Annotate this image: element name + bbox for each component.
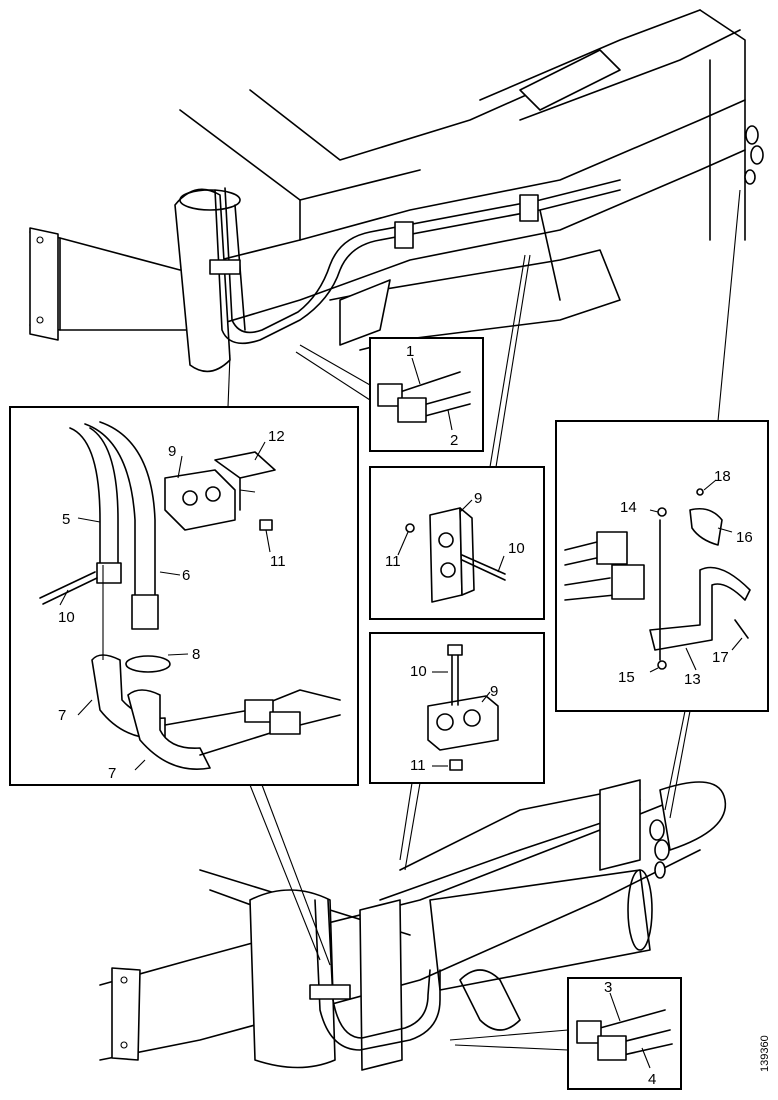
callout-13: 13 <box>684 671 701 688</box>
detail-box-pipe-ends-1-2 <box>369 337 484 452</box>
callout-6: 6 <box>182 567 190 584</box>
leader-lines <box>227 189 741 1051</box>
drawing-code: 139360 <box>759 1035 771 1072</box>
callout-11a: 11 <box>270 553 286 570</box>
top-right-pipe-ends <box>744 125 764 185</box>
callout-12: 12 <box>268 428 285 445</box>
callout-11b: 11 <box>385 553 401 570</box>
callout-10b: 10 <box>508 540 525 557</box>
detail-box-bracket-13-18 <box>555 420 769 712</box>
callout-10c: 10 <box>410 663 427 680</box>
callout-15: 15 <box>618 669 635 686</box>
callout-11c: 11 <box>410 757 426 774</box>
callout-1: 1 <box>406 343 414 360</box>
callout-16: 16 <box>736 529 753 546</box>
top-frame-assembly <box>29 9 764 373</box>
callout-9b: 9 <box>474 490 482 507</box>
callout-17: 17 <box>712 649 729 666</box>
callout-14: 14 <box>620 499 637 516</box>
detail-box-clamp-9-10-11 <box>369 466 545 620</box>
callout-8: 8 <box>192 646 200 663</box>
callout-2: 2 <box>450 432 458 449</box>
callout-7b: 7 <box>108 765 116 782</box>
callout-9c: 9 <box>490 683 498 700</box>
callout-labels: 1 2 3 4 5 6 7 7 8 9 9 9 10 10 10 11 11 1… <box>58 343 753 1088</box>
bottom-frame-assembly <box>99 779 727 1071</box>
callout-3: 3 <box>604 979 612 996</box>
detail-box-pipe-ends-3-4 <box>567 977 682 1090</box>
callout-4: 4 <box>648 1071 656 1088</box>
callout-9a: 9 <box>168 443 176 460</box>
callout-5: 5 <box>62 511 70 528</box>
detail-box-pipes-clamp <box>9 406 359 786</box>
detail-box-clamp-lower <box>369 632 545 784</box>
callout-10a: 10 <box>58 609 75 626</box>
callout-7a: 7 <box>58 707 66 724</box>
callout-18: 18 <box>714 468 731 485</box>
